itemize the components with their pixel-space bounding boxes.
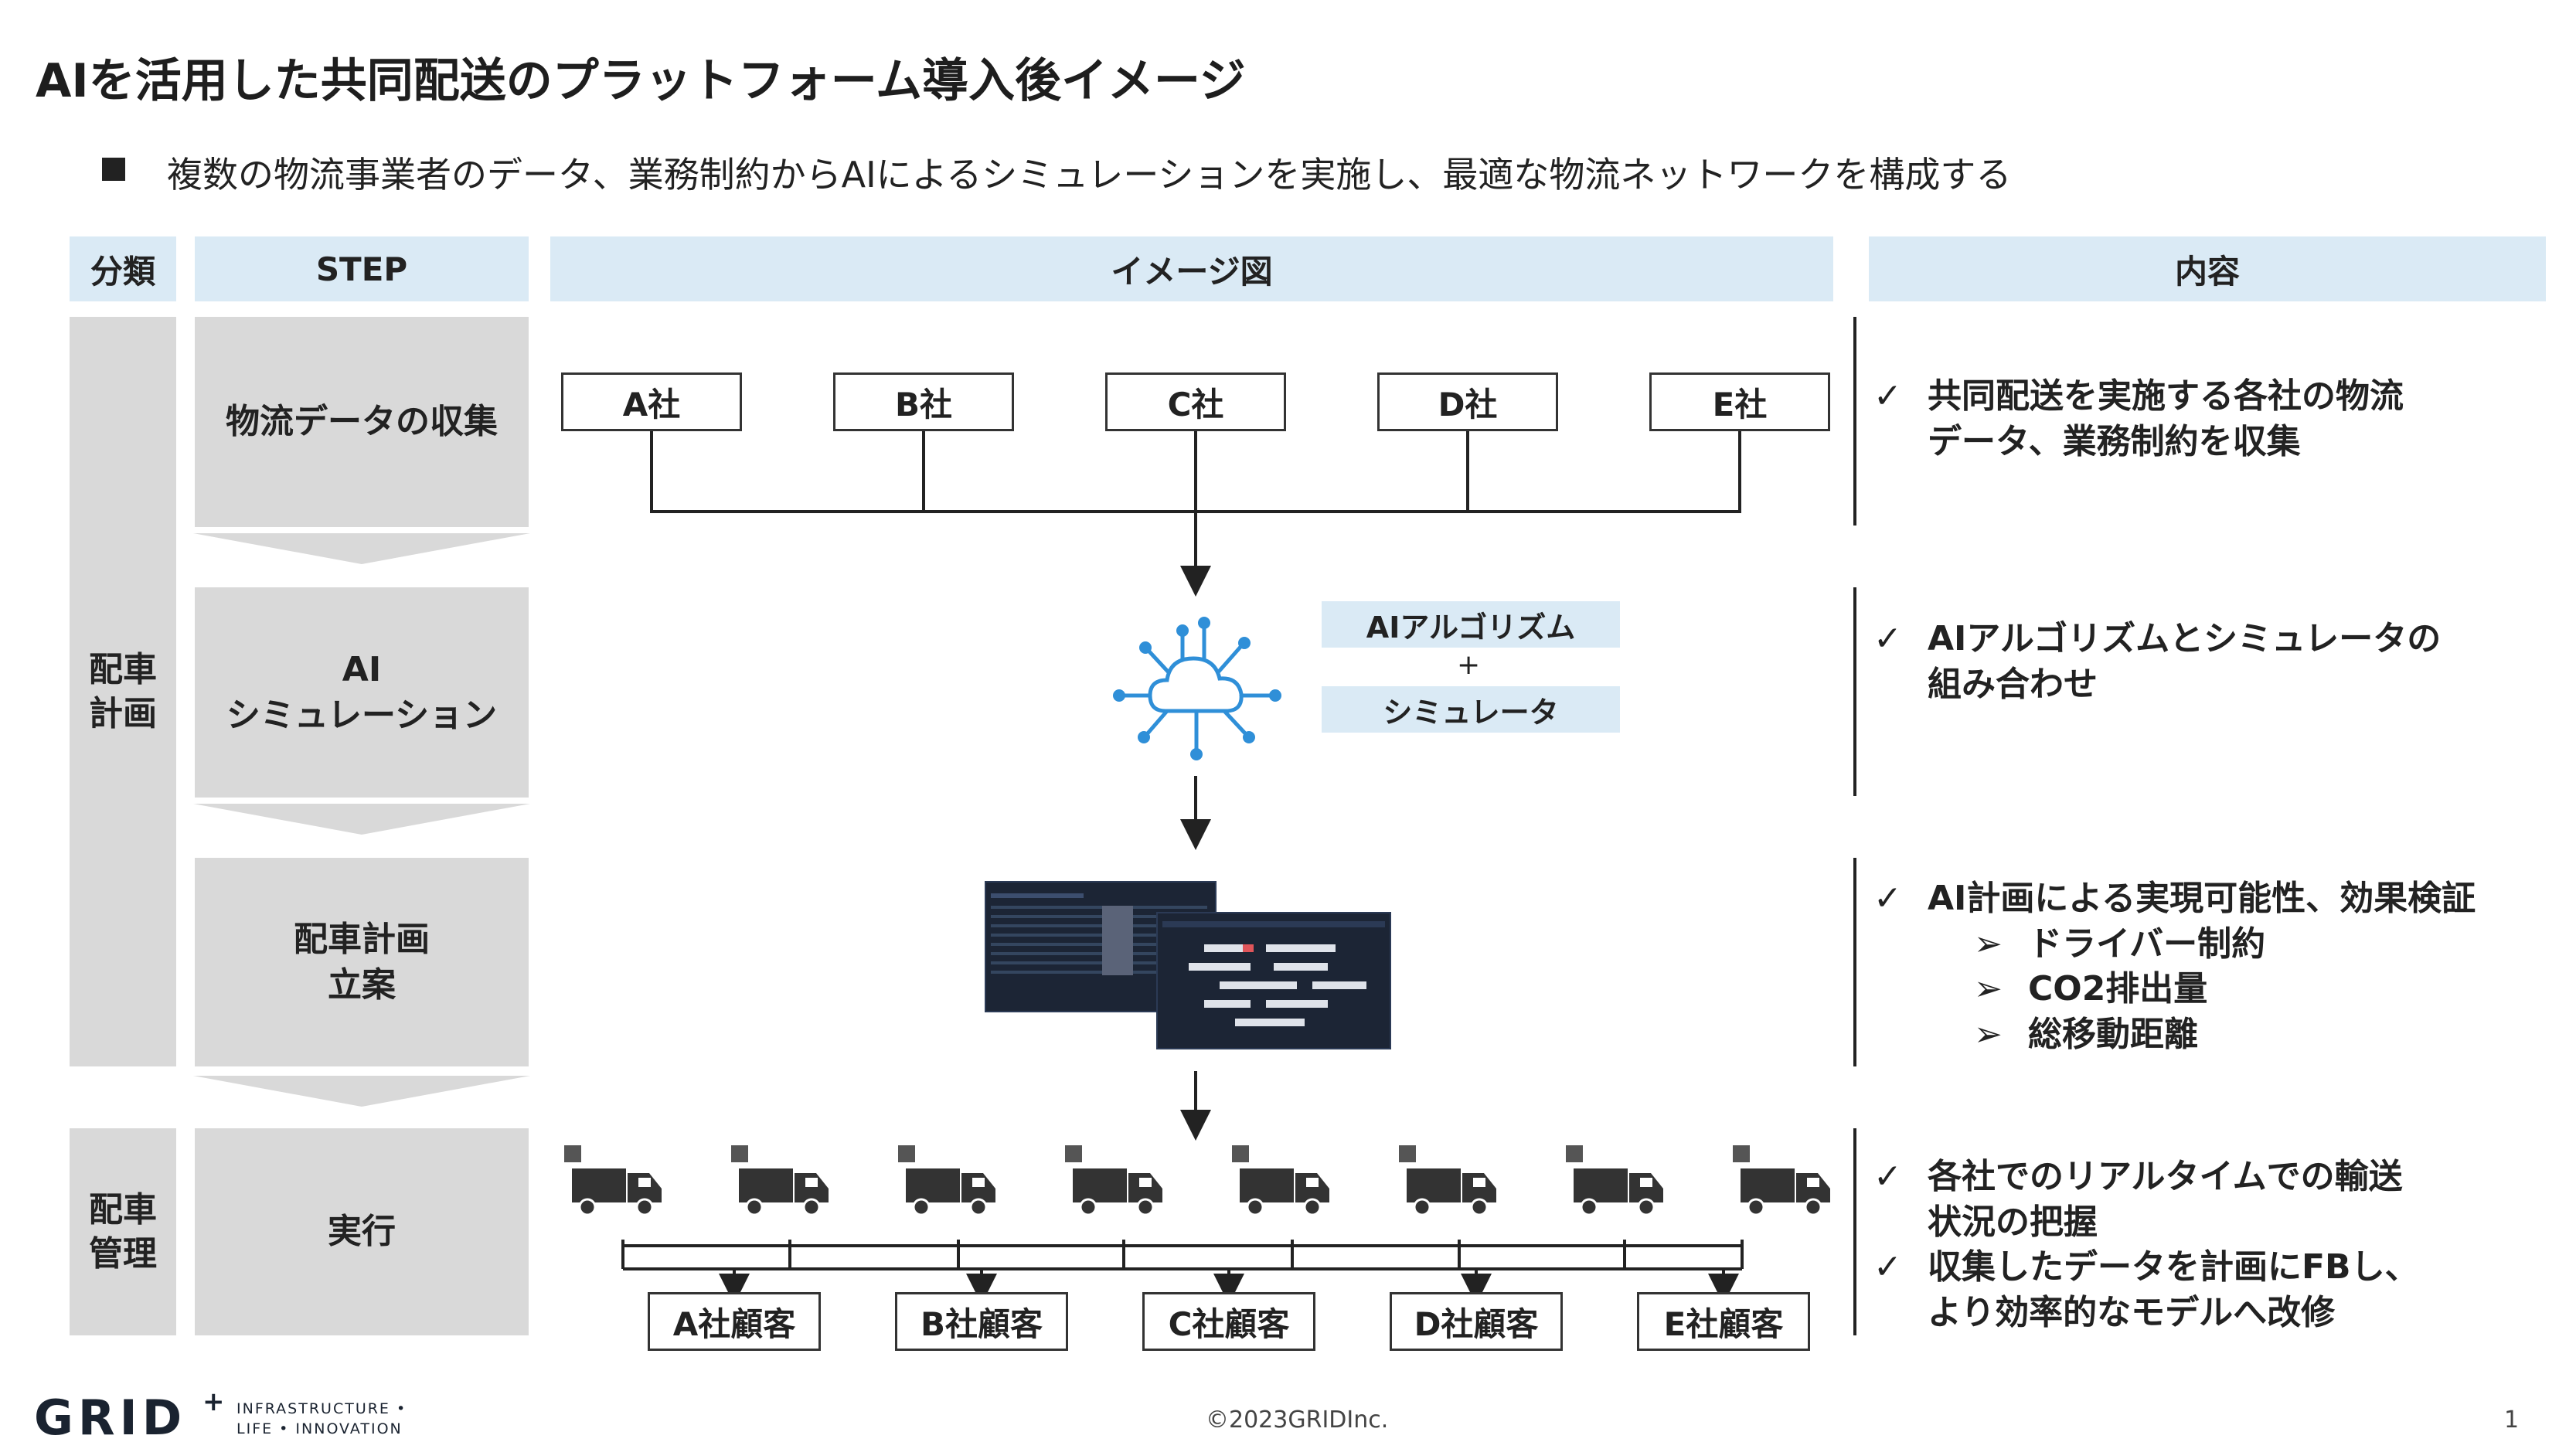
step-arrow-1 — [193, 533, 530, 564]
customer-box-e: E社顧客 — [1637, 1292, 1810, 1351]
step-collect: 物流データの収集 — [195, 317, 529, 527]
content-collect: ✓ 共同配送を実施する各社の物流 データ、業務制約を収集 — [1873, 374, 2404, 464]
content-execute: ✓ 各社でのリアルタイムでの輸送 状況の把握 ✓ 収集したデータを計画にFBし、 よ… — [1873, 1155, 2419, 1335]
company-box-c: C社 — [1105, 372, 1286, 431]
page-number: 1 — [2504, 1406, 2520, 1434]
step-arrow-3 — [193, 1076, 530, 1107]
content-planning: ✓ AI計画による実現可能性、効果検証 ➢ ドライバー制約 ➢ CO2排出量 ➢ 総移動… — [1873, 876, 2476, 1057]
content-line: データ、業務制約を収集 — [1928, 421, 2301, 461]
customer-box-b: B社顧客 — [895, 1292, 1068, 1351]
bullet-square — [102, 158, 125, 181]
category-plan: 配車 計画 — [70, 317, 176, 1066]
content-subline: CO2排出量 — [2028, 969, 2208, 1009]
grid-logo: GRID — [34, 1389, 187, 1446]
check-icon: ✓ — [1873, 619, 1902, 658]
content-line: より効率的なモデルへ改修 — [1928, 1292, 2336, 1332]
algorithm-plus: + — [1457, 649, 1481, 681]
content-line: 各社でのリアルタイムでの輸送 — [1928, 1157, 2403, 1196]
arrow-bullet-icon: ➢ — [1974, 969, 2003, 1009]
copyright: ©2023GRIDInc. — [1206, 1406, 1389, 1434]
dashboard-screenshot-2 — [1156, 912, 1391, 1049]
grid-logo-plus: + — [202, 1386, 225, 1417]
check-icon: ✓ — [1873, 1247, 1902, 1287]
algorithm-label: AIアルゴリズム — [1322, 601, 1620, 648]
page-title: AIを活用した共同配送のプラットフォーム導入後イメージ — [36, 54, 1246, 108]
header-step: STEP — [195, 236, 529, 301]
step-execute: 実行 — [195, 1128, 529, 1335]
customer-box-d: D社顧客 — [1390, 1292, 1563, 1351]
truck-row — [563, 1144, 1832, 1216]
company-box-e: E社 — [1649, 372, 1830, 431]
content-simulation: ✓ AIアルゴリズムとシミュレータの 組み合わせ — [1873, 617, 2441, 707]
arrow-bullet-icon: ➢ — [1974, 923, 2003, 964]
content-line: 状況の把握 — [1928, 1202, 2098, 1242]
customer-box-a: A社顧客 — [648, 1292, 821, 1351]
content-line: 収集したデータを計画にFBし、 — [1928, 1247, 2419, 1287]
content-line: 組み合わせ — [1928, 664, 2098, 704]
step-planning: 配車計画 立案 — [195, 858, 529, 1066]
check-icon: ✓ — [1873, 1157, 1902, 1196]
header-image: イメージ図 — [550, 236, 1833, 301]
content-subline: ドライバー制約 — [2028, 923, 2266, 964]
company-box-a: A社 — [561, 372, 742, 431]
logo-tagline-1: INFRASTRUCTURE • — [237, 1400, 407, 1417]
content-line: AIアルゴリズムとシミュレータの — [1928, 619, 2442, 658]
category-manage: 配車 管理 — [70, 1128, 176, 1335]
simulator-label: シミュレータ — [1322, 686, 1620, 733]
header-content: 内容 — [1869, 236, 2546, 301]
company-box-b: B社 — [833, 372, 1014, 431]
page-subtitle: 複数の物流事業者のデータ、業務制約からAIによるシミュレーションを実施し、最適な… — [167, 154, 2012, 196]
logo-tagline-2: LIFE • INNOVATION — [237, 1420, 403, 1437]
company-box-d: D社 — [1377, 372, 1558, 431]
content-line: AI計画による実現可能性、効果検証 — [1928, 879, 2476, 918]
header-category: 分類 — [70, 236, 176, 301]
step-arrow-2 — [193, 804, 530, 835]
step-simulation: AI シミュレーション — [195, 587, 529, 798]
content-line: 共同配送を実施する各社の物流 — [1928, 376, 2404, 416]
customer-box-c: C社顧客 — [1142, 1292, 1315, 1351]
check-icon: ✓ — [1873, 879, 1902, 918]
check-icon: ✓ — [1873, 376, 1902, 416]
ai-cloud-icon — [1113, 617, 1281, 760]
content-subline: 総移動距離 — [2028, 1014, 2198, 1054]
arrow-bullet-icon: ➢ — [1974, 1014, 2003, 1054]
